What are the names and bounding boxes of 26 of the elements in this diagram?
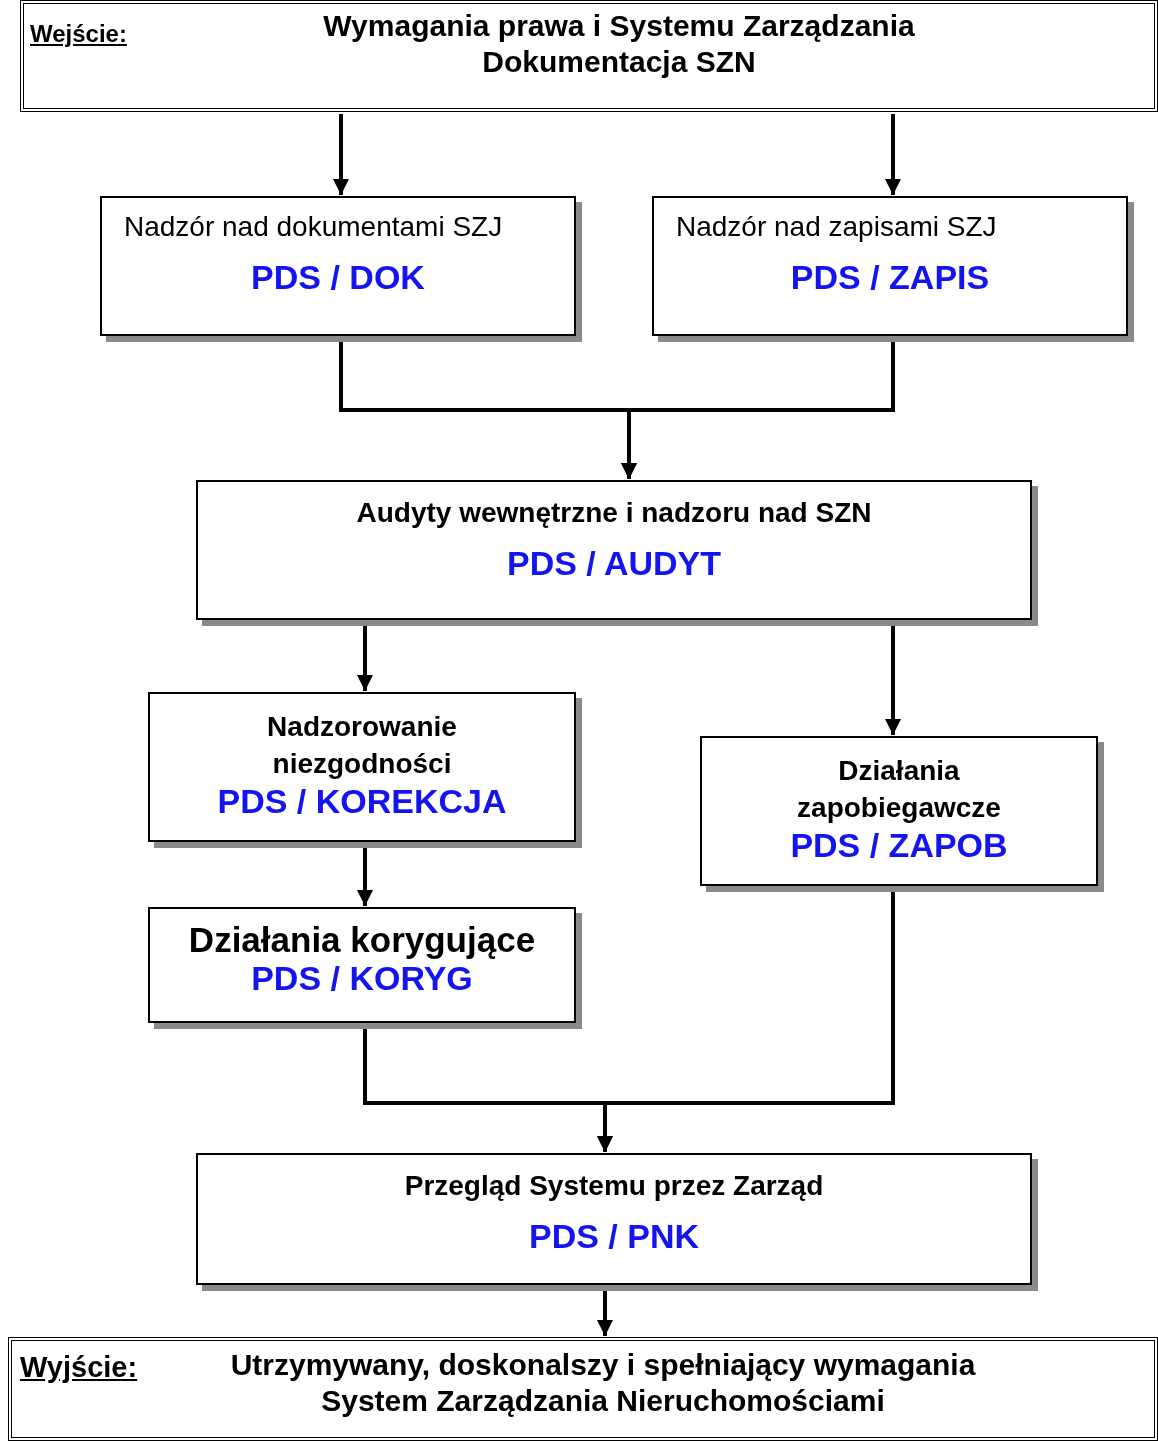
- arrow: [357, 847, 373, 906]
- arrow: [333, 114, 349, 195]
- io-label: Wejście:: [30, 20, 127, 48]
- process-title: Nadzór nad zapisami SZJ: [675, 210, 997, 244]
- io-box: [20, 0, 1158, 112]
- io-description: Wymagania prawa i Systemu Zarządzania Dokumentacja SZN: [322, 8, 916, 80]
- arrow: [885, 114, 901, 195]
- io-box: [8, 1337, 1158, 1441]
- process-title: Działania zapobiegawcze: [796, 754, 1002, 825]
- procedure-code: PDS / DOK: [251, 258, 425, 296]
- arrow: [885, 625, 901, 735]
- process-title: Przegląd Systemu przez Zarząd: [404, 1169, 824, 1203]
- procedure-code: PDS / ZAPIS: [790, 258, 990, 296]
- process-title: Nadzór nad dokumentami SZJ: [123, 210, 503, 244]
- process-title: Nadzorowanie niezgodności: [266, 710, 458, 781]
- procedure-code: PDS / KOREKCJA: [217, 782, 507, 820]
- arrow: [597, 1290, 613, 1336]
- procedure-code: PDS / AUDYT: [506, 544, 722, 582]
- arrow: [357, 625, 373, 691]
- procedure-code: PDS / ZAPOB: [790, 826, 1008, 864]
- io-label: Wyjście:: [20, 1351, 138, 1384]
- procedure-code: PDS / PNK: [528, 1217, 699, 1255]
- process-title: Audyty wewnętrzne i nadzoru nad SZN: [356, 496, 872, 530]
- io-description: Utrzymywany, doskonalszy i spełniający wymagania System Zarządzania Nieruchomościami: [229, 1347, 977, 1419]
- procedure-code: PDS / KORYG: [251, 959, 473, 997]
- process-title: Działania korygujące: [188, 923, 536, 957]
